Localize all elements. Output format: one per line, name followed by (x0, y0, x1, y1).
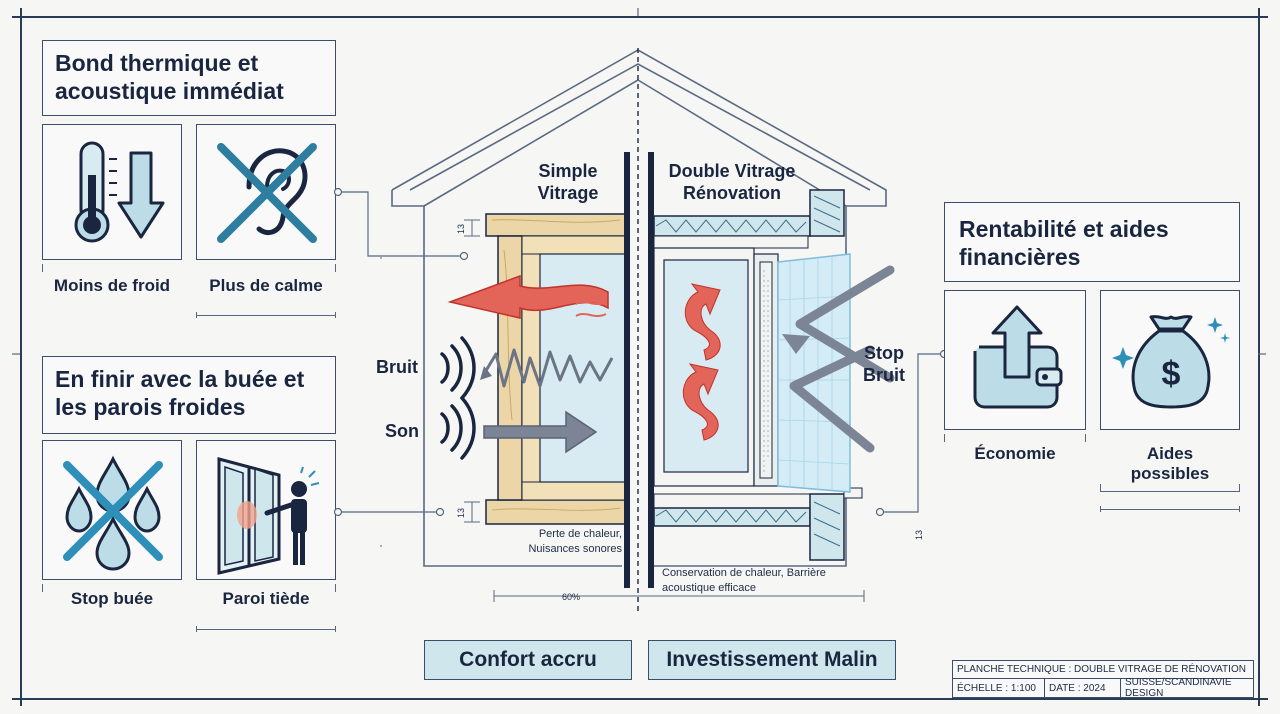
label-sound: Son (385, 421, 419, 441)
card-financial-aid: $ (1100, 290, 1240, 430)
label-noise: Bruit (376, 357, 418, 377)
caption-bracket (1100, 484, 1240, 492)
label-stop-noise: Stop Bruit (863, 343, 905, 385)
dimension-label-small: 13 (456, 507, 467, 519)
drops-crossed-icon (63, 455, 163, 571)
title-condensation-text: En finir avec la buée et les parois froi… (55, 366, 305, 420)
window-cross-section-diagram (380, 48, 895, 612)
banner-comfort: Confort accru (424, 640, 632, 680)
title-profitability: Rentabilité et aides financières (944, 202, 1240, 282)
title-condensation: En finir avec la buée et les parois froi… (42, 356, 336, 434)
frame-left (20, 8, 22, 706)
heat-retention-arrow (684, 283, 721, 361)
money-bag-icon: $ (1112, 315, 1230, 409)
wallet-up-icon (973, 305, 1063, 409)
card-more-calm (196, 124, 336, 260)
label-single-glazing: Simple Vitrage (537, 161, 599, 203)
dimension-label-small: 13 (456, 223, 467, 235)
title-block: PLANCHE TECHNIQUE : DOUBLE VITRAGE DE RÉ… (952, 660, 1254, 699)
title-block-date: DATE : 2024 (1045, 679, 1121, 697)
dimension-label-small: 13 (914, 529, 925, 541)
card-stop-condensation (42, 440, 182, 580)
title-thermal-acoustic: Bond thermique et acoustique immédiat (42, 40, 336, 116)
noise-deflection-arrow (795, 265, 895, 383)
caption-bracket (42, 264, 336, 272)
note-heat-conservation: Conservation de chaleur, Barrière acoust… (662, 567, 826, 594)
double-glazing-section (653, 189, 863, 561)
frame-bottom (12, 698, 1268, 700)
note-heat-loss: Perte de chaleur, Nuisances sonores (528, 528, 622, 555)
caption-bracket (944, 434, 1086, 442)
caption-financial-aid: Aides possibles (1130, 444, 1210, 483)
title-thermal-acoustic-text: Bond thermique et acoustique immédiat (55, 50, 284, 104)
card-warm-wall (196, 440, 336, 580)
label-double-glazing: Double Vitrage Rénovation (668, 161, 796, 203)
thermometer-down-icon (74, 141, 165, 243)
noise-deflection-arrow (789, 345, 875, 453)
caption-stop-condensation: Stop buée (70, 589, 154, 608)
card-less-cold (42, 124, 182, 260)
dimension-line (196, 312, 336, 318)
dimension-label: 60% (561, 592, 580, 602)
title-block-scale: ÉCHELLE : 1:100 (953, 679, 1045, 697)
dimension-line (1100, 506, 1240, 512)
dimension-line (196, 626, 336, 632)
caption-less-cold: Moins de froid (53, 276, 171, 295)
svg-text:$: $ (1162, 355, 1181, 393)
caption-more-calm: Plus de calme (209, 276, 323, 295)
title-profitability-text: Rentabilité et aides financières (959, 216, 1169, 270)
caption-savings: Économie (974, 444, 1056, 463)
center-divider-bar (648, 152, 654, 588)
caption-warm-wall: Paroi tiède (222, 589, 310, 608)
sound-wave-icon (440, 336, 476, 460)
noise-wave (482, 348, 614, 388)
heat-retention-arrow (682, 363, 719, 441)
ear-crossed-icon (217, 143, 317, 243)
card-savings (944, 290, 1086, 430)
frame-right (1258, 8, 1260, 706)
center-divider-bar (624, 152, 630, 588)
title-block-heading: PLANCHE TECHNIQUE : DOUBLE VITRAGE DE RÉ… (953, 661, 1253, 679)
banner-investment: Investissement Malin (648, 640, 896, 680)
sound-arrow (483, 410, 598, 454)
title-block-author: SUISSE/SCANDINAVIE DESIGN (1125, 677, 1232, 699)
caption-bracket (42, 584, 336, 592)
frame-top (12, 16, 1268, 18)
window-person-icon (217, 457, 320, 575)
